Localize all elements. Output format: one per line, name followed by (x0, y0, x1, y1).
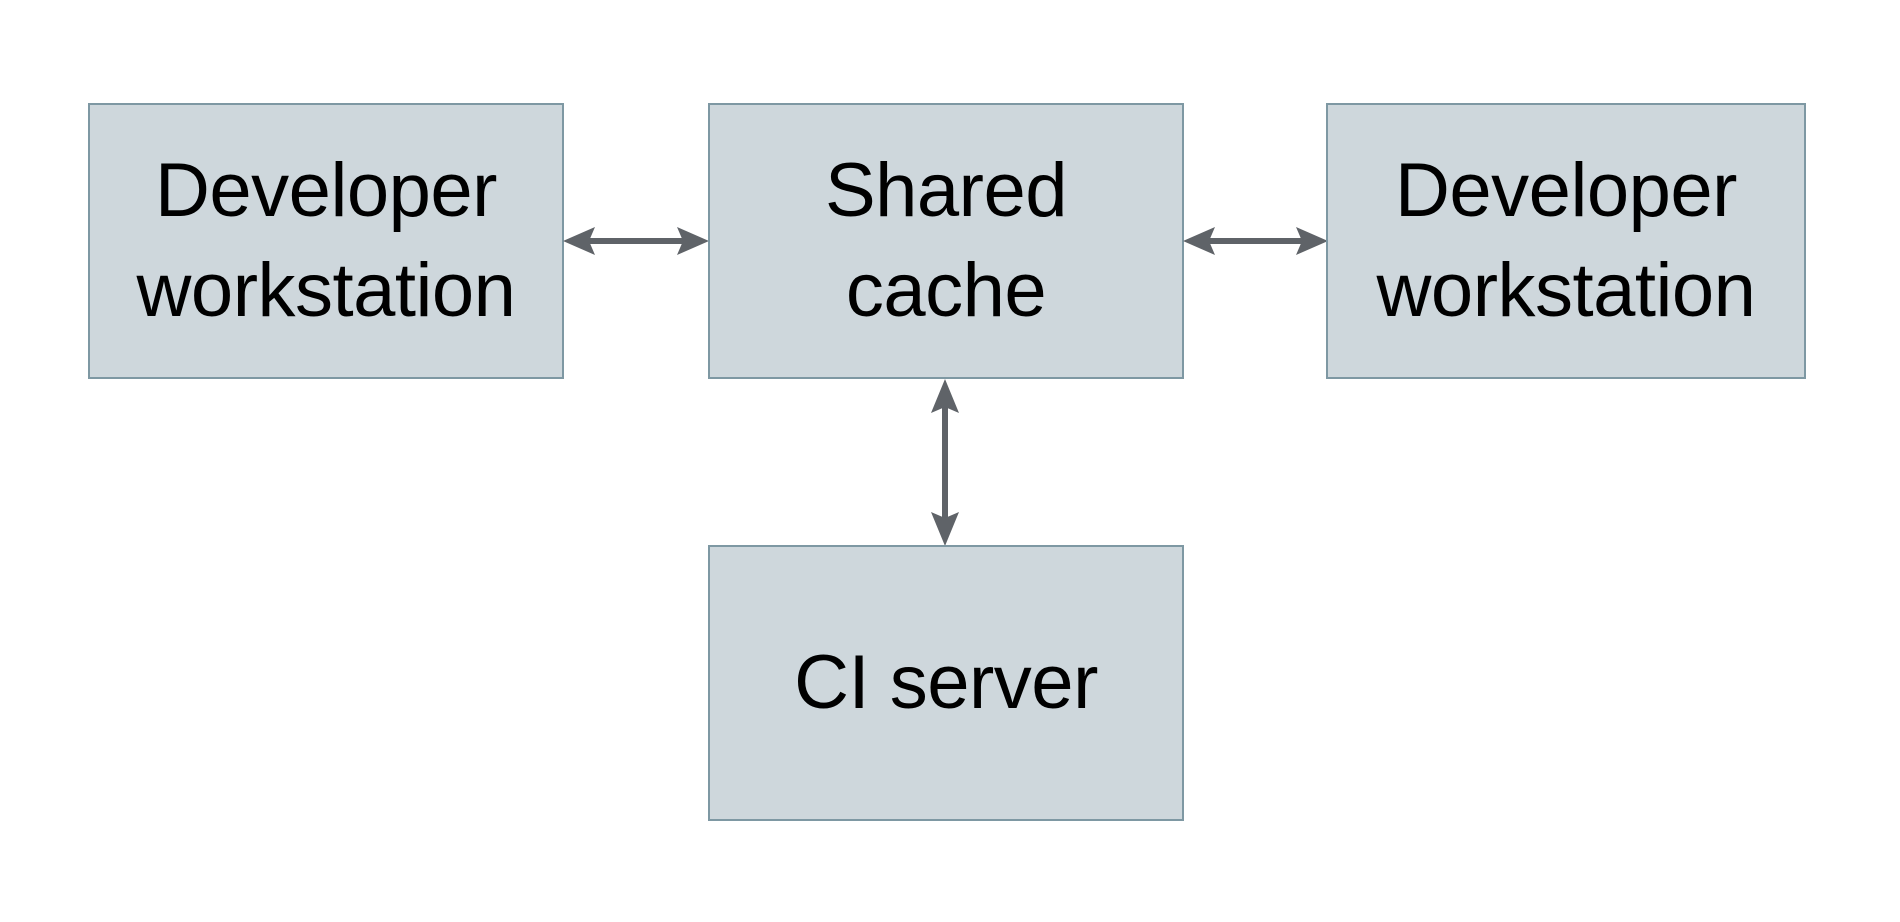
node-label-shared-cache: Shared cache (824, 148, 1068, 333)
double-arrow-horizontal-icon (1183, 227, 1328, 255)
double-arrow-horizontal-icon (563, 227, 709, 255)
node-developer-workstation-right[interactable]: Developer workstation (1326, 103, 1806, 379)
edge-left-workstation-shared-cache (563, 222, 709, 260)
node-ci-server[interactable]: CI server (708, 545, 1184, 821)
node-label-developer-workstation-right: Developer workstation (1376, 148, 1756, 333)
double-arrow-vertical-icon (931, 379, 959, 546)
edge-shared-cache-right-workstation (1183, 222, 1328, 260)
edge-shared-cache-ci-server (926, 379, 964, 546)
node-developer-workstation-left[interactable]: Developer workstation (88, 103, 564, 379)
node-shared-cache[interactable]: Shared cache (708, 103, 1184, 379)
node-label-ci-server: CI server (794, 640, 1098, 725)
node-label-developer-workstation-left: Developer workstation (136, 148, 516, 333)
